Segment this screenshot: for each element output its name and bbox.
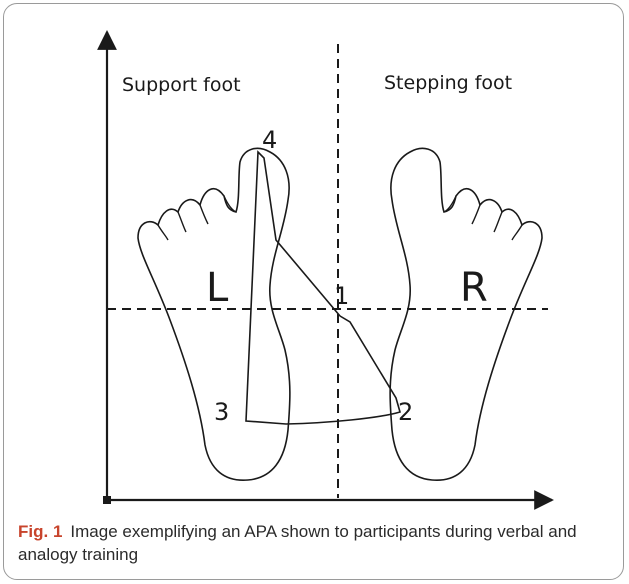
point-2-label: 2 [398,400,413,424]
right-foot-letter: R [460,268,488,308]
right-foot-outline [390,148,542,480]
support-foot-label: Support foot [122,74,241,96]
stepping-foot-label: Stepping foot [384,72,512,94]
left-foot-outline [138,148,290,480]
origin-marker [103,496,111,504]
caption-text: Image exemplifying an APA shown to parti… [18,522,577,564]
figure-label: Fig. 1 [18,522,62,541]
point-4-label: 4 [262,128,277,152]
point-1-label: 1 [334,284,349,308]
point-3-label: 3 [214,400,229,424]
left-foot-letter: L [206,268,228,308]
